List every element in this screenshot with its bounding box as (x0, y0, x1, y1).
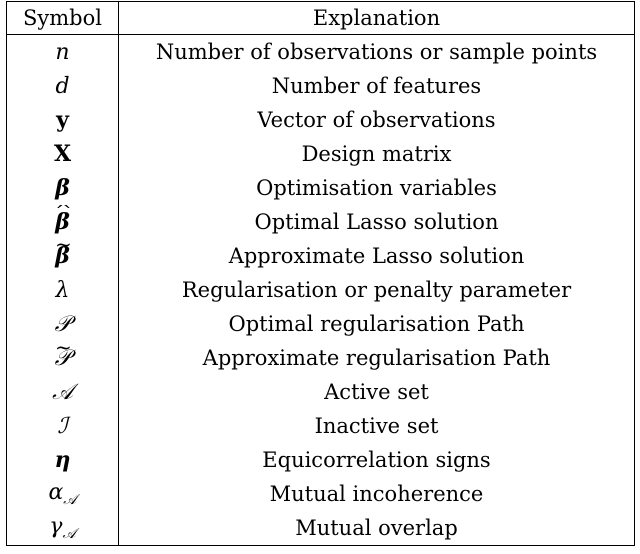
symbol-cell: y (6, 103, 119, 137)
symbol-beta: β (55, 175, 70, 201)
explanation-cell: Regularisation or penalty parameter (118, 273, 635, 307)
header-row: Symbol Explanation (6, 1, 635, 35)
notation-table: Symbol Explanation n Number of observati… (6, 1, 635, 546)
symbol-x: X (53, 141, 72, 167)
symbol-cell: ℐ (6, 409, 119, 443)
symbol-cell: d (6, 69, 119, 103)
symbol-cell: 𝒫 (6, 307, 119, 341)
tilde-accent: ~ (54, 239, 72, 256)
symbol-path: 𝒫 (54, 311, 71, 337)
table-row: β Optimisation variables (6, 171, 635, 205)
table-row: 𝒫 Optimal regularisation Path (6, 307, 635, 341)
explanation-cell: Mutual incoherence (118, 477, 635, 511)
symbol-cell: 𝒜 (6, 375, 119, 409)
symbol-cell: λ (6, 273, 119, 307)
symbol-cell: ~𝒫 (6, 341, 119, 375)
symbol-beta-tilde: ~β (55, 239, 72, 267)
symbol-eta: η (54, 447, 71, 473)
symbol-cell: ~β (6, 239, 119, 273)
hat-accent: ^ (54, 205, 72, 222)
table-row: ~𝒫 Approximate regularisation Path (6, 341, 635, 375)
explanation-cell: Optimisation variables (118, 171, 635, 205)
table-row: γ𝒜 Mutual overlap (6, 511, 635, 546)
symbol-lambda: λ (55, 277, 70, 303)
explanation-cell: Mutual overlap (118, 511, 635, 546)
subscript-a: 𝒜 (63, 492, 77, 508)
table-row: ~β Approximate Lasso solution (6, 239, 635, 273)
table-row: n Number of observations or sample point… (6, 34, 635, 69)
symbol-alpha-a: α𝒜 (48, 480, 77, 508)
symbol-beta-hat: ^β (55, 205, 72, 233)
table-row: ^β Optimal Lasso solution (6, 205, 635, 239)
table-row: α𝒜 Mutual incoherence (6, 477, 635, 511)
table-row: d Number of features (6, 69, 635, 103)
explanation-cell: Inactive set (118, 409, 635, 443)
explanation-cell: Vector of observations (118, 103, 635, 137)
symbol-d: d (55, 73, 70, 99)
symbol-y: y (56, 107, 69, 133)
explanation-cell: Equicorrelation signs (118, 443, 635, 477)
symbol-gamma-a: γ𝒜 (49, 514, 76, 542)
table-row: y Vector of observations (6, 103, 635, 137)
explanation-cell: Number of observations or sample points (118, 34, 635, 69)
symbol-n: n (55, 39, 70, 65)
symbol-cell: α𝒜 (6, 477, 119, 511)
table-row: ℐ Inactive set (6, 409, 635, 443)
explanation-cell: Active set (118, 375, 635, 409)
explanation-column-header: Explanation (118, 1, 635, 35)
tilde-accent: ~ (54, 341, 72, 359)
symbol-cell: γ𝒜 (6, 511, 119, 546)
symbol-active-set: 𝒜 (52, 379, 73, 405)
explanation-cell: Number of features (118, 69, 635, 103)
symbol-inactive-set: ℐ (57, 413, 68, 439)
symbol-cell: ^β (6, 205, 119, 239)
symbol-cell: X (6, 137, 119, 171)
explanation-cell: Optimal Lasso solution (118, 205, 635, 239)
symbol-path-tilde: ~𝒫 (55, 341, 72, 370)
table-row: X Design matrix (6, 137, 635, 171)
symbol-column-header: Symbol (6, 1, 119, 35)
explanation-cell: Design matrix (118, 137, 635, 171)
table-row: λ Regularisation or penalty parameter (6, 273, 635, 307)
subscript-a: 𝒜 (62, 526, 76, 542)
explanation-cell: Approximate regularisation Path (118, 341, 635, 375)
table-row: η Equicorrelation signs (6, 443, 635, 477)
symbol-cell: β (6, 171, 119, 205)
symbol-cell: n (6, 34, 119, 69)
explanation-cell: Approximate Lasso solution (118, 239, 635, 273)
symbol-cell: η (6, 443, 119, 477)
table-row: 𝒜 Active set (6, 375, 635, 409)
explanation-cell: Optimal regularisation Path (118, 307, 635, 341)
